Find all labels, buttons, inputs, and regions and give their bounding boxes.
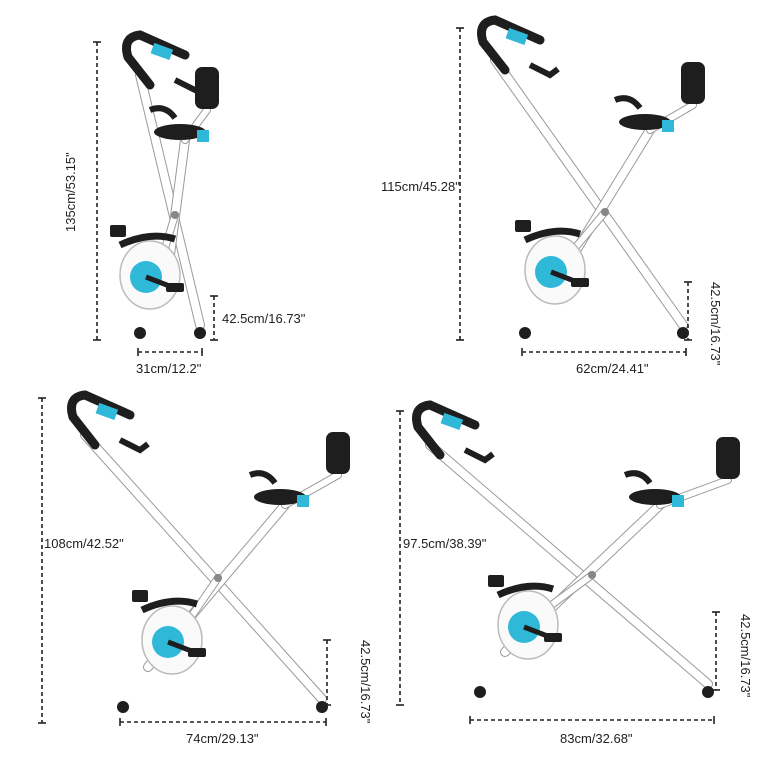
rear-foot (316, 701, 328, 713)
view4-height-dimension (396, 410, 404, 706)
seat-accent (662, 120, 674, 132)
pivot-bolt (214, 574, 222, 582)
pivot-bolt (171, 211, 179, 219)
pedal (132, 590, 148, 602)
front-tube (491, 56, 687, 329)
view3-seat-height-dimension (323, 639, 331, 706)
front-tube (426, 441, 712, 688)
seat-handle (613, 95, 643, 110)
seat-cushion (154, 124, 206, 140)
exercise-bike-2 (477, 15, 705, 339)
front-foot (474, 686, 486, 698)
pedal (571, 278, 589, 287)
view2-height-label: 115cm/45.28" (381, 179, 460, 194)
arm-resistance-band (118, 437, 150, 454)
pivot-bolt (588, 571, 596, 579)
view3-width-dimension (119, 718, 327, 726)
pedal (188, 648, 206, 657)
seat-cushion (254, 489, 306, 505)
monitor-display (95, 402, 119, 421)
view1-seat-height-dimension (210, 295, 218, 341)
monitor-display (150, 42, 174, 61)
rear-foot (677, 327, 689, 339)
exercise-bike-3 (67, 390, 350, 713)
view4-width-label: 83cm/32.68" (560, 731, 633, 746)
backrest-pad (681, 62, 705, 104)
seat-handle (248, 470, 278, 485)
seat-handle (148, 105, 178, 120)
front-foot (117, 701, 129, 713)
front-foot (134, 327, 146, 339)
housing-top-cover (140, 597, 199, 614)
view4-height-label: 97.5cm/38.39" (403, 536, 487, 551)
view3-seat-height-label: 42.5cm/16.73" (358, 640, 373, 724)
view4-seat-height-dimension (712, 611, 720, 691)
exercise-bike-1 (110, 30, 219, 339)
view2-width-label: 62cm/24.41" (576, 361, 649, 376)
pedal (488, 575, 504, 587)
seat-accent (197, 130, 209, 142)
view3-width-label: 74cm/29.13" (186, 731, 259, 746)
housing-top-cover (496, 582, 555, 599)
view2-width-dimension (521, 348, 687, 356)
rear-foot (194, 327, 206, 339)
backrest-pad (195, 67, 219, 109)
housing-top-cover (523, 227, 582, 244)
view1-width-label: 31cm/12.2" (136, 361, 202, 376)
handlebar (122, 30, 190, 90)
view3-height-label: 108cm/42.52" (44, 536, 124, 551)
pedal (515, 220, 531, 232)
view4-seat-height-label: 42.5cm/16.73" (738, 614, 753, 698)
seat-handle (623, 470, 653, 485)
view1-width-dimension (137, 348, 203, 356)
housing-top-cover (118, 232, 177, 249)
handlebar (67, 390, 135, 450)
seat-cushion (629, 489, 681, 505)
front-foot (519, 327, 531, 339)
front-tube (81, 431, 326, 703)
pedal (166, 283, 184, 292)
pedal (110, 225, 126, 237)
arm-resistance-band (528, 62, 560, 79)
view2-height-dimension (456, 27, 464, 341)
view2-seat-height-dimension (684, 281, 692, 341)
exercise-bike-4 (412, 400, 740, 698)
seat-accent (297, 495, 309, 507)
seat-accent (672, 495, 684, 507)
view1-seat-height-label: 42.5cm/16.73" (222, 311, 306, 326)
view4-width-dimension (469, 716, 715, 724)
seat-cushion (619, 114, 671, 130)
view2-seat-height-label: 42.5cm/16.73" (708, 282, 723, 366)
monitor-display (440, 412, 464, 431)
handlebar (477, 15, 545, 75)
backrest-pad (716, 437, 740, 479)
view1-height-dimension (93, 41, 101, 341)
front-tube (136, 71, 204, 329)
pedal (544, 633, 562, 642)
backrest-pad (326, 432, 350, 474)
handlebar (412, 400, 480, 460)
monitor-display (505, 27, 529, 46)
arm-resistance-band (463, 447, 495, 464)
rear-foot (702, 686, 714, 698)
pivot-bolt (601, 208, 609, 216)
view1-height-label: 135cm/53.15" (63, 152, 78, 232)
view3-height-dimension (38, 397, 46, 724)
